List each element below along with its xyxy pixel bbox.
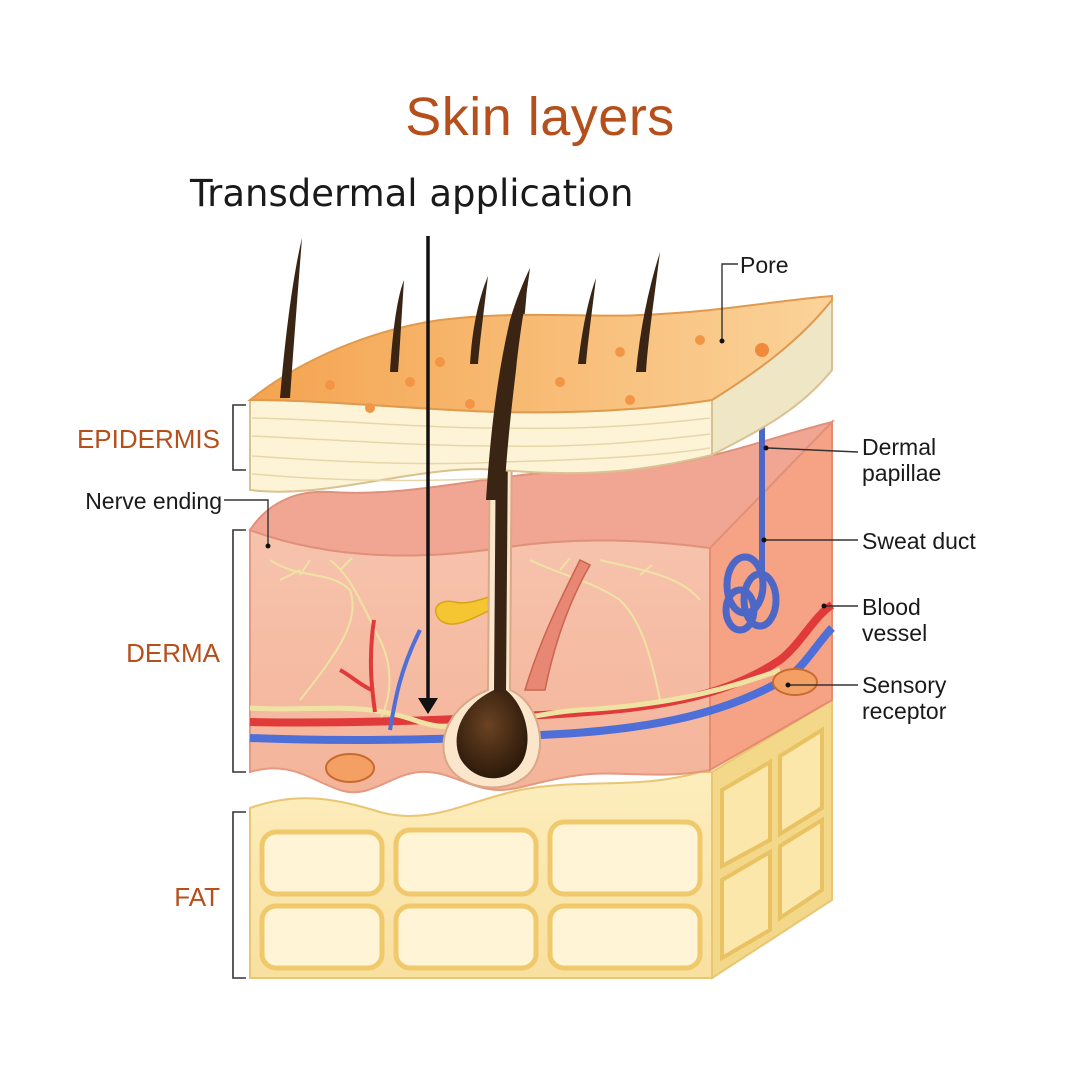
nerve-network: [269, 557, 701, 721]
sebaceous-gland: [434, 593, 497, 625]
hair-bulb: [456, 690, 528, 779]
fat-cells: [259, 819, 703, 971]
pore-leader: [721, 263, 738, 340]
epidermis-label: EPIDERMIS: [76, 424, 220, 454]
fat-label: FAT: [174, 882, 220, 912]
pore-callout: Pore: [740, 252, 789, 278]
sensory-receptor-callout: Sensory receptor: [862, 672, 947, 724]
callout-dots: [265, 338, 827, 688]
vein: [249, 625, 835, 745]
body-hairs: [280, 238, 660, 398]
transdermal-label: Transdermal application: [190, 172, 634, 215]
derma-layer: [248, 355, 836, 794]
layer-brackets: [232, 404, 246, 979]
callout-leaders: [224, 263, 859, 686]
sensory-receptor-bottom: [325, 753, 375, 783]
transdermal-arrow: [418, 236, 438, 714]
fat-side-cells: [720, 726, 824, 962]
blood-vessel-callout: Blood vessel: [862, 594, 928, 646]
diagram-title: Skin layers: [405, 87, 675, 147]
pores: [325, 335, 705, 413]
fat-bracket: [232, 811, 246, 979]
pore-opening: [755, 343, 769, 357]
capillary-red: [339, 619, 377, 713]
nerve-ending-leader: [224, 499, 269, 545]
fat-layer: [249, 698, 833, 980]
epidermis-layer: [247, 238, 833, 500]
main-hair-upper: [486, 268, 530, 500]
capillary-blue: [388, 629, 422, 731]
follicle-sheath: [442, 419, 542, 789]
arrector-muscle: [523, 558, 592, 691]
hair-shaft: [494, 272, 528, 692]
derma-bracket: [232, 529, 246, 773]
dermal-papillae-leader: [767, 447, 859, 453]
epidermis-bracket: [232, 404, 246, 471]
dermal-papillae-callout: Dermal papillae: [862, 434, 942, 486]
sweat-duct-callout: Sweat duct: [862, 528, 976, 554]
derma-label: DERMA: [126, 638, 220, 668]
nerve-ending-callout: Nerve ending: [85, 488, 222, 514]
hair-follicle: [442, 272, 542, 789]
sensory-receptor-right: [772, 668, 818, 696]
